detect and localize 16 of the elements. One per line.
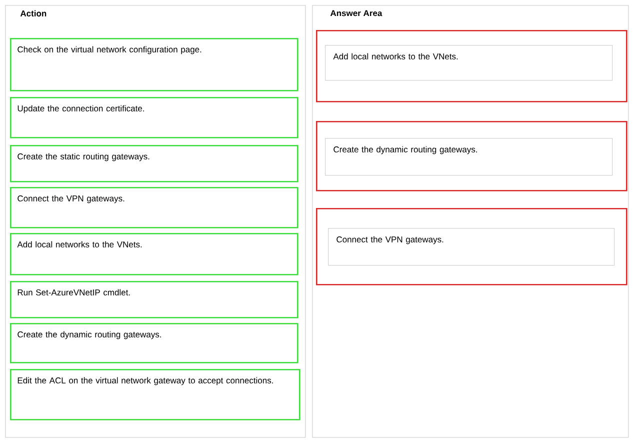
option-box: Create the dynamic routing gateways. [10, 323, 298, 364]
panel-heading: Action [20, 10, 46, 16]
option-box: Run Set-AzureVNetIP cmdlet. [10, 281, 298, 318]
option-box: Check on the virtual network configuration page. [10, 38, 298, 92]
answer-slot [316, 208, 628, 286]
option-box: Add local networks to the VNets. [10, 233, 298, 276]
option-box: Edit the ACL on the virtual network gateway to accept connections. [10, 369, 300, 420]
answer-box: Create the dynamic routing gateways. [325, 138, 613, 176]
option-box: Create the static routing gateways. [10, 145, 298, 182]
panel-heading: Answer Area [330, 10, 382, 16]
option-box: Connect the VPN gateways. [10, 187, 298, 228]
option-box: Update the connection certificate. [10, 97, 298, 138]
answer-slot [316, 121, 628, 192]
answer-slot [316, 30, 628, 102]
answer-box: Add local networks to the VNets. [325, 45, 613, 81]
answer-box: Connect the VPN gateways. [328, 228, 615, 266]
